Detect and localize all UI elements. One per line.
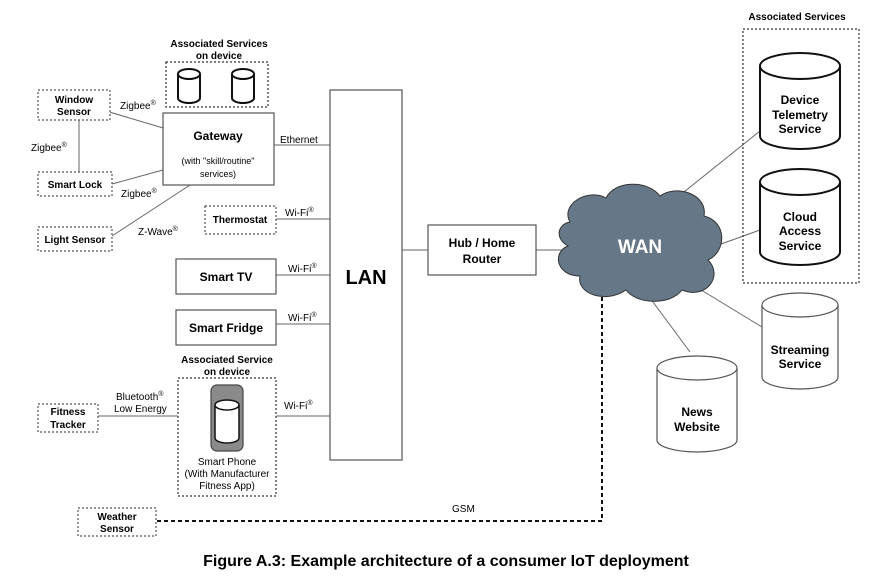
wan-label: WAN xyxy=(618,237,662,258)
zigbee-label: Zigbee® xyxy=(31,141,68,154)
lan-label: LAN xyxy=(345,267,386,289)
link-weather-wan-gsm xyxy=(157,296,603,522)
group-assoc-service-phone: Associated Service on device Smart Phone… xyxy=(177,355,277,497)
device-telemetry-line2: Telemetry xyxy=(772,108,828,122)
smart-phone-line2: (With Manufacturer xyxy=(184,469,270,480)
cloud-access-line2: Access xyxy=(779,224,821,238)
gateway-sub-line1: (with "skill/routine" xyxy=(182,156,255,166)
wifi-label: Wi-Fi® xyxy=(285,206,314,219)
streaming-service-node: Streaming Service xyxy=(761,292,839,390)
architecture-diagram: Associated Services on device Gateway (w… xyxy=(31,12,860,537)
bluetooth-label: Bluetooth® xyxy=(116,390,164,403)
gateway-node: Gateway (with "skill/routine" services) xyxy=(162,112,275,186)
fitness-tracker-node: Fitness Tracker xyxy=(37,403,99,433)
database-cylinder-icon xyxy=(177,68,201,104)
wan-cloud-node: WAN xyxy=(558,183,723,302)
hub-label-line2: Router xyxy=(463,252,502,266)
database-cylinder-icon xyxy=(231,68,255,104)
group-assoc-services-cloud: Associated Services Device Telemetry Ser… xyxy=(742,12,860,284)
device-telemetry-service-node: Device Telemetry Service xyxy=(759,52,841,150)
link-light-gateway xyxy=(111,184,191,237)
smart-fridge-label: Smart Fridge xyxy=(189,321,263,335)
weather-sensor-line2: Sensor xyxy=(100,524,134,535)
link-wan-news xyxy=(649,297,691,353)
light-sensor-node: Light Sensor xyxy=(37,226,113,252)
thermostat-label: Thermostat xyxy=(213,215,268,226)
zigbee-label: Zigbee® xyxy=(121,187,158,200)
news-line1: News xyxy=(681,405,713,419)
window-sensor-node: Window Sensor xyxy=(37,89,111,121)
wifi-label: Wi-Fi® xyxy=(284,399,313,412)
cloud-access-service-node: Cloud Access Service xyxy=(759,168,841,266)
news-line2: Website xyxy=(674,420,720,434)
gsm-label: GSM xyxy=(452,504,475,515)
group-title: Associated Services xyxy=(748,12,846,23)
hub-router-node: Hub / Home Router xyxy=(427,224,537,276)
cloud-icon xyxy=(558,183,723,302)
smart-lock-label: Smart Lock xyxy=(48,180,103,191)
device-telemetry-line1: Device xyxy=(781,93,820,107)
group-title-line2: on device xyxy=(204,367,251,378)
link-labels: Zigbee® Zigbee® Zigbee® Z-Wave® Ethernet… xyxy=(31,99,475,515)
group-border xyxy=(165,61,269,108)
weather-sensor-node: Weather Sensor xyxy=(77,507,157,537)
wifi-label: Wi-Fi® xyxy=(288,262,317,275)
streaming-line2: Service xyxy=(779,357,822,371)
smart-phone-line1: Smart Phone xyxy=(198,457,257,468)
news-website-node: News Website xyxy=(656,355,738,453)
group-assoc-services-gateway: Associated Services on device xyxy=(165,39,269,108)
window-sensor-line1: Window xyxy=(55,95,93,106)
ethernet-label: Ethernet xyxy=(280,135,318,146)
group-border xyxy=(742,28,860,284)
fitness-tracker-line2: Tracker xyxy=(50,420,86,431)
smart-tv-label: Smart TV xyxy=(200,270,253,284)
gateway-title: Gateway xyxy=(193,129,243,143)
device-telemetry-line3: Service xyxy=(779,122,822,136)
group-title-line1: Associated Service xyxy=(181,355,273,366)
wifi-label: Wi-Fi® xyxy=(288,311,317,324)
streaming-line1: Streaming xyxy=(771,343,830,357)
thermostat-node: Thermostat xyxy=(204,205,277,235)
zwave-label: Z-Wave® xyxy=(138,225,179,238)
smart-lock-node: Smart Lock xyxy=(37,171,113,197)
zigbee-label: Zigbee® xyxy=(120,99,157,112)
cloud-access-line1: Cloud xyxy=(783,210,817,224)
figure-caption: Figure A.3: Example architecture of a co… xyxy=(203,553,689,570)
database-cylinder-icon xyxy=(214,399,240,444)
light-sensor-label: Light Sensor xyxy=(44,235,105,246)
gateway-sub-line2: services) xyxy=(200,169,236,179)
lan-node: LAN xyxy=(329,89,403,461)
smart-fridge-node: Smart Fridge xyxy=(175,309,277,346)
bluetooth-label-line2: Low Energy xyxy=(114,404,167,415)
group-title-line1: Associated Services xyxy=(170,39,268,50)
link-lock-gateway xyxy=(111,169,164,185)
fitness-tracker-line1: Fitness xyxy=(50,407,85,418)
window-sensor-line2: Sensor xyxy=(57,107,91,118)
smart-phone-line3: Fitness App) xyxy=(199,481,255,492)
group-title-line2: on device xyxy=(196,51,243,62)
connectors xyxy=(78,107,763,522)
weather-sensor-line1: Weather xyxy=(97,512,136,523)
cloud-access-line3: Service xyxy=(779,239,822,253)
hub-label-line1: Hub / Home xyxy=(449,236,516,250)
group-border xyxy=(177,377,277,497)
smart-tv-node: Smart TV xyxy=(175,258,277,295)
